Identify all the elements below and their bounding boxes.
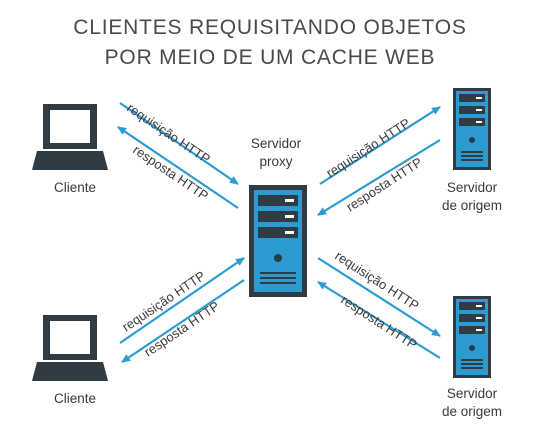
proxy-label-line-2: proxy — [259, 154, 292, 169]
origin-label-line-1: Servidor — [447, 386, 498, 401]
response-arrow — [317, 139, 441, 216]
origin-label-line-2: de origem — [442, 404, 502, 419]
response-arrow — [117, 126, 239, 209]
origin-label-line-2: de origem — [442, 198, 502, 213]
response-arrow — [317, 281, 441, 359]
laptop-icon — [32, 104, 108, 170]
origin-server-icon — [453, 88, 491, 170]
proxy-server-icon — [249, 185, 307, 297]
request-arrow — [319, 106, 441, 185]
response-arrow — [121, 279, 245, 363]
client-label: Cliente — [54, 391, 96, 406]
client-label: Cliente — [54, 180, 96, 195]
diagram-title-line-2: POR MEIO DE UM CACHE WEB — [104, 46, 436, 69]
proxy-label-line-1: Servidor — [251, 136, 302, 151]
origin-server-icon — [453, 296, 491, 378]
laptop-icon — [32, 315, 108, 381]
request-arrow — [317, 257, 441, 337]
origin-label-line-1: Servidor — [447, 180, 498, 195]
request-arrow — [119, 102, 239, 185]
request-arrow — [119, 257, 245, 344]
diagram-title-line-1: CLIENTES REQUISITANDO OBJETOS — [73, 16, 467, 39]
